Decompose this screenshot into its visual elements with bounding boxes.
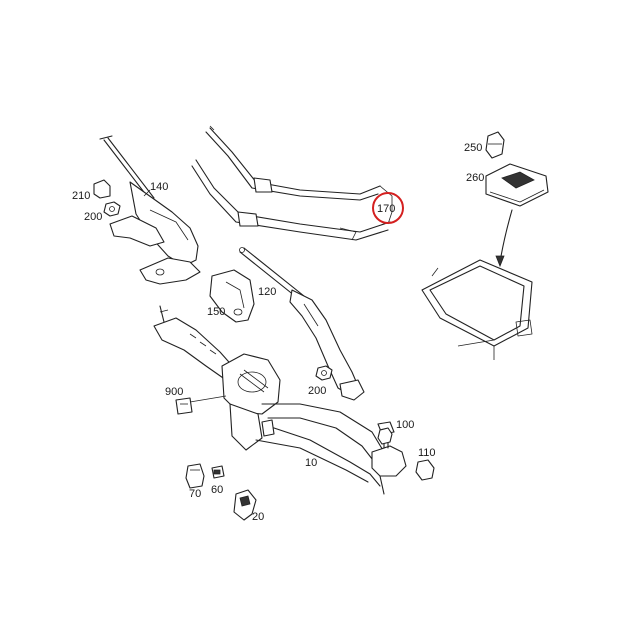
wiper-linkage-frame[interactable] (153, 305, 407, 495)
callout-200-center: 200 (308, 385, 326, 397)
wiper-arm-right[interactable] (239, 247, 365, 401)
windshield-inset (421, 259, 533, 360)
callout-170: 170 (377, 203, 395, 215)
nut-200-center[interactable] (315, 365, 333, 381)
washer-60[interactable] (211, 465, 225, 479)
grommet-100[interactable] (377, 427, 393, 445)
callout-200-left: 200 (84, 211, 102, 223)
inset-arrow (499, 209, 513, 263)
cover-150[interactable] (209, 269, 255, 323)
wiper-arm-left[interactable] (99, 135, 201, 285)
callout-20: 20 (252, 511, 264, 523)
callout-110: 110 (418, 447, 436, 459)
callout-60: 60 (211, 484, 223, 496)
callout-10: 10 (305, 457, 317, 469)
connector-900[interactable] (175, 397, 193, 415)
nut-200-left[interactable] (103, 201, 121, 217)
sensor-cover-260[interactable] (485, 163, 549, 207)
highlight-circle-170 (372, 192, 404, 224)
callout-150: 150 (207, 306, 225, 318)
cap-110[interactable] (415, 459, 435, 481)
bolt-70[interactable] (185, 463, 205, 489)
callout-140: 140 (150, 181, 168, 193)
callout-900: 900 (165, 386, 183, 398)
callout-260: 260 (466, 172, 484, 184)
callout-250: 250 (464, 142, 482, 154)
callout-100: 100 (396, 419, 414, 431)
callout-210: 210 (72, 190, 90, 202)
callout-70: 70 (189, 488, 201, 500)
callout-120: 120 (258, 286, 276, 298)
cap-210[interactable] (93, 179, 111, 199)
bracket-20[interactable] (233, 489, 257, 521)
wiper-blade-set[interactable] (191, 125, 393, 241)
rain-sensor-250[interactable] (485, 131, 505, 159)
